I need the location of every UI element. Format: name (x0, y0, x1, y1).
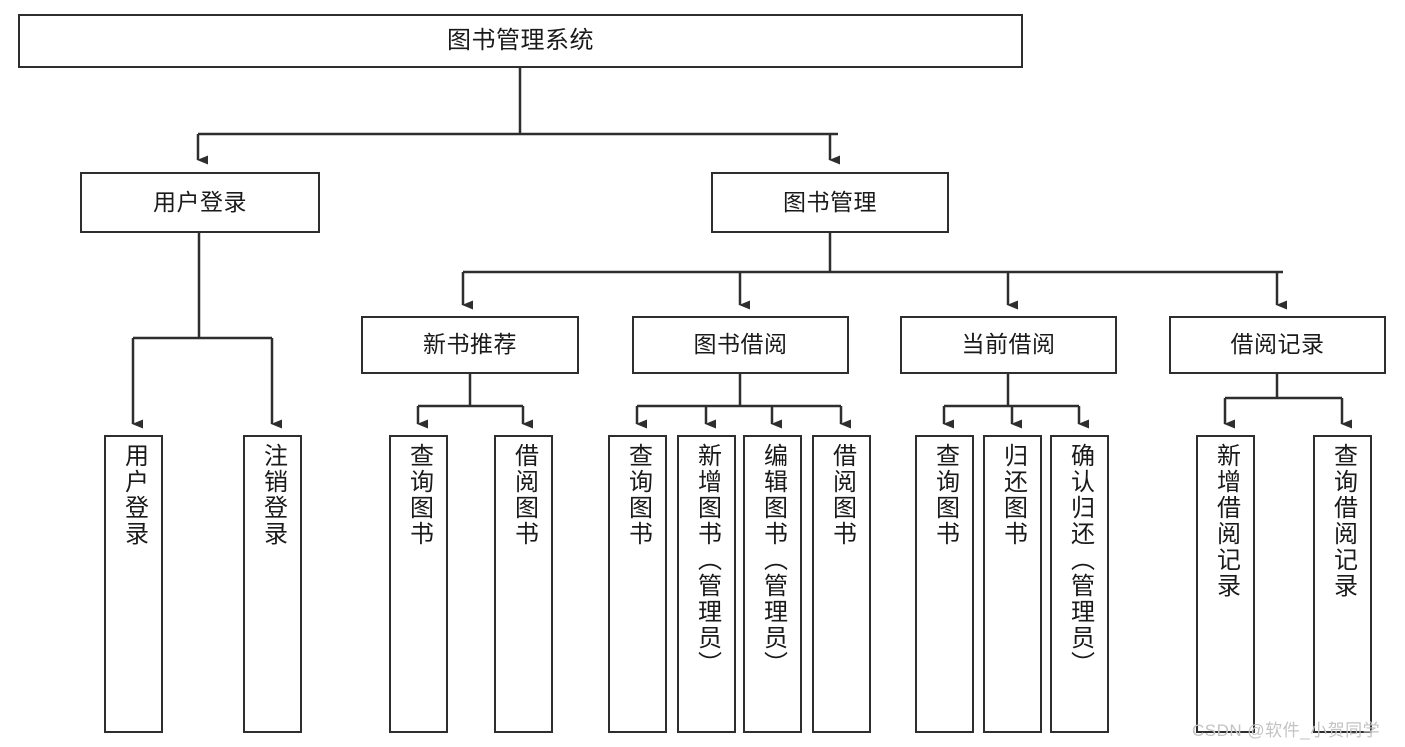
leaf-add-book[interactable]: 新增图书（管理员） (677, 435, 736, 733)
leaf-edit-book[interactable]: 编辑图书（管理员） (743, 435, 802, 733)
node-borrow-record-label: 借阅记录 (1230, 331, 1325, 358)
leaf-query-book-2-label: 查询图书 (624, 443, 652, 547)
leaf-return-book[interactable]: 归还图书 (983, 435, 1042, 733)
leaf-add-record-label: 新增借阅记录 (1212, 443, 1240, 599)
leaf-confirm-return[interactable]: 确认归还（管理员） (1050, 435, 1109, 733)
node-book-borrow-label: 图书借阅 (693, 331, 788, 358)
csdn-watermark: CSDN @软件_小贺同学 (1192, 721, 1381, 740)
leaf-confirm-return-label: 确认归还（管理员） (1066, 443, 1094, 677)
leaf-user-login-label: 用户登录 (120, 443, 148, 547)
node-book-borrow[interactable]: 图书借阅 (632, 316, 849, 374)
leaf-return-book-label: 归还图书 (999, 443, 1027, 547)
leaf-borrow-book-2-label: 借阅图书 (828, 443, 856, 547)
leaf-edit-book-label: 编辑图书（管理员） (759, 443, 787, 677)
node-book-manage-label: 图书管理 (783, 188, 877, 215)
leaf-user-login[interactable]: 用户登录 (104, 435, 163, 733)
leaf-logout-login-label: 注销登录 (259, 443, 287, 547)
node-user-login-label: 用户登录 (153, 188, 247, 215)
leaf-query-book-3[interactable]: 查询图书 (915, 435, 974, 733)
leaf-query-book-2[interactable]: 查询图书 (608, 435, 667, 733)
leaf-query-book-1-label: 查询图书 (405, 443, 433, 547)
leaf-query-book-1[interactable]: 查询图书 (389, 435, 448, 733)
leaf-borrow-book-1[interactable]: 借阅图书 (494, 435, 553, 733)
leaf-query-record-label: 查询借阅记录 (1329, 443, 1357, 599)
leaf-query-book-3-label: 查询图书 (931, 443, 959, 547)
leaf-logout-login[interactable]: 注销登录 (243, 435, 302, 733)
leaf-borrow-book-2[interactable]: 借阅图书 (812, 435, 871, 733)
node-root-label: 图书管理系统 (447, 26, 594, 54)
node-book-manage[interactable]: 图书管理 (711, 172, 949, 233)
node-current-borrow-label: 当前借阅 (961, 331, 1056, 358)
node-borrow-record[interactable]: 借阅记录 (1169, 316, 1386, 374)
leaf-add-record[interactable]: 新增借阅记录 (1196, 435, 1255, 733)
node-root[interactable]: 图书管理系统 (18, 14, 1023, 68)
node-new-book-recommend[interactable]: 新书推荐 (361, 316, 579, 374)
leaf-borrow-book-1-label: 借阅图书 (510, 443, 538, 547)
leaf-add-book-label: 新增图书（管理员） (693, 443, 721, 677)
leaf-query-record[interactable]: 查询借阅记录 (1313, 435, 1372, 733)
node-current-borrow[interactable]: 当前借阅 (900, 316, 1117, 374)
node-new-book-recommend-label: 新书推荐 (423, 331, 517, 358)
node-user-login[interactable]: 用户登录 (80, 172, 320, 233)
